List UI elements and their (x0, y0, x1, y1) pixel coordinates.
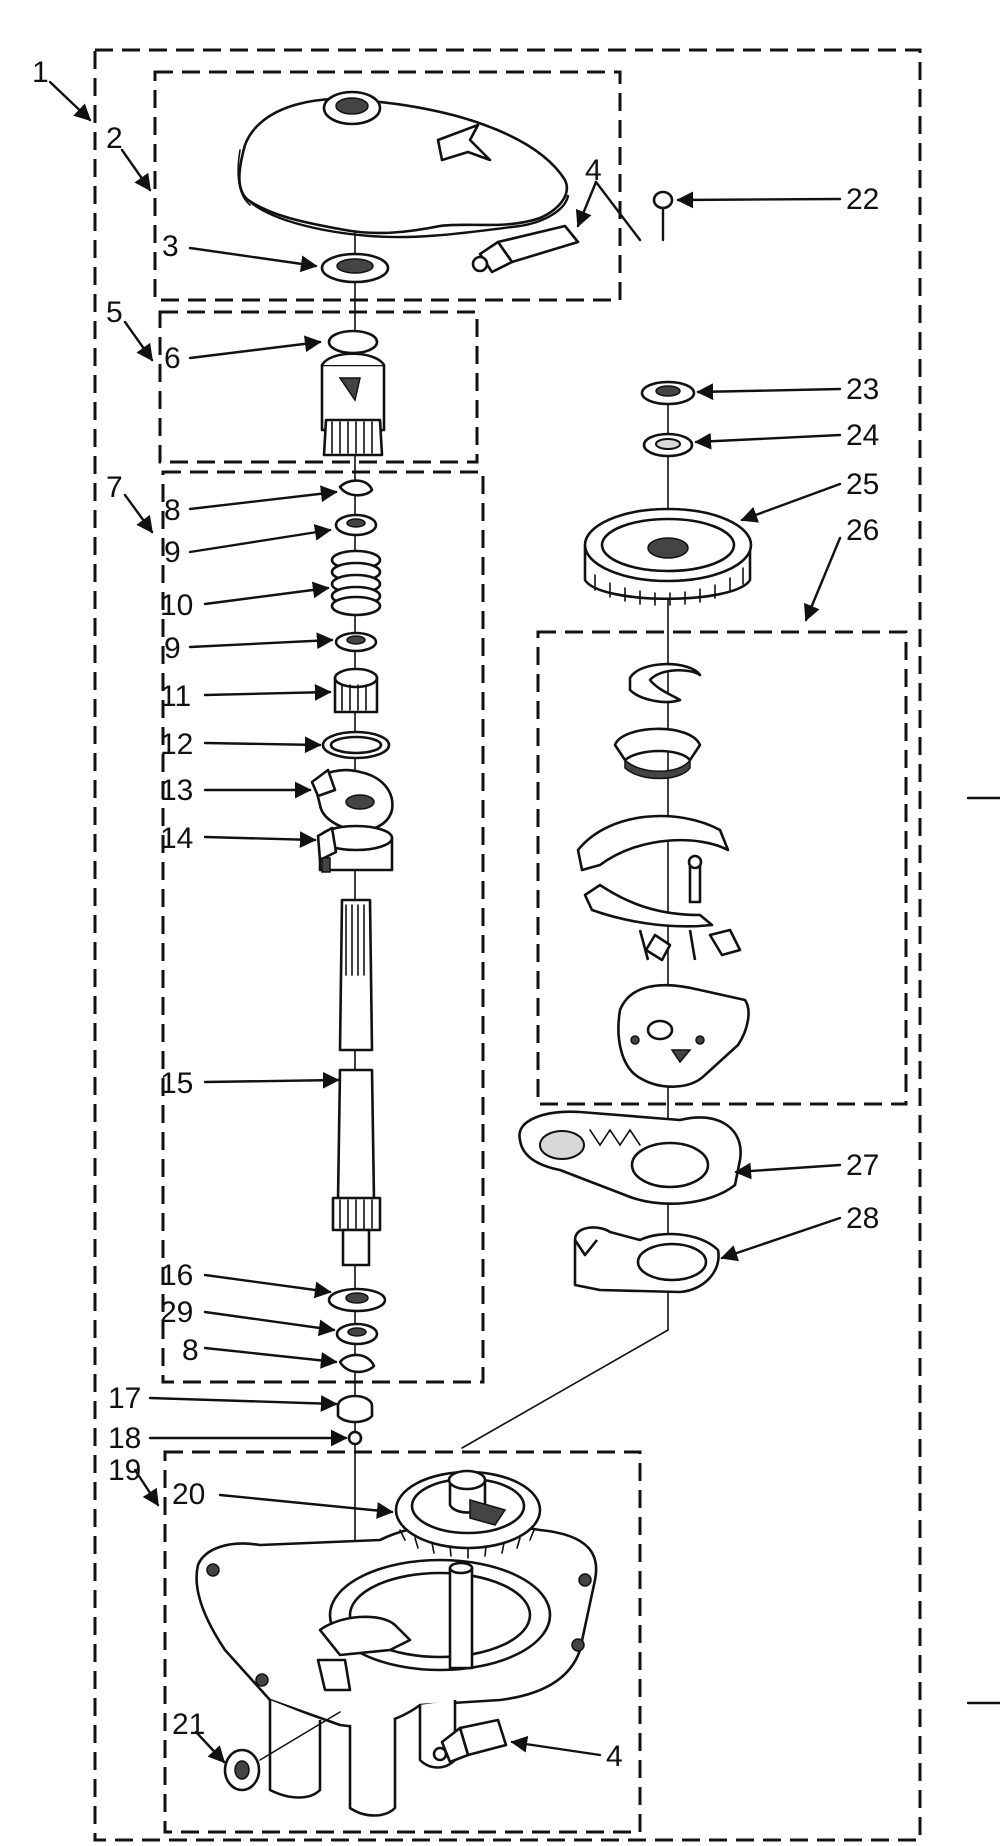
shift-lever (576, 814, 742, 962)
callout-13: 13 (160, 774, 193, 807)
callout-14: 14 (160, 822, 193, 855)
callout-1: 1 (32, 56, 49, 89)
part-16-washer (327, 1287, 387, 1313)
callout-3: 3 (162, 230, 179, 263)
leader-lines (48, 80, 842, 1764)
callout-9-lower: 9 (164, 632, 181, 665)
part-8-clip-top (338, 479, 374, 497)
callout-17: 17 (108, 1382, 141, 1415)
part-23-washer (640, 380, 696, 406)
part-11-gear (333, 667, 379, 714)
callout-27: 27 (846, 1149, 879, 1182)
callout-25: 25 (846, 468, 879, 501)
part-10-spring (330, 549, 382, 617)
group-box-7-shaft (161, 470, 485, 1384)
callout-20: 20 (172, 1478, 205, 1511)
callout-8-lower: 8 (182, 1334, 199, 1367)
part-21-leader-line (259, 1711, 341, 1761)
part-8-clip-lower (338, 1353, 376, 1374)
callout-18: 18 (108, 1422, 141, 1455)
group-box-1-outer (93, 48, 922, 1842)
gearcase-cover (237, 90, 570, 239)
part-29-bearing (335, 1322, 379, 1346)
callout-26: 26 (846, 514, 879, 547)
callout-10: 10 (160, 589, 193, 622)
part-25-gear (583, 507, 753, 606)
gearcase-housing (195, 1522, 598, 1817)
part-21-nut (223, 1748, 261, 1792)
callout-7: 7 (106, 471, 123, 504)
part-13-cam (310, 768, 394, 832)
shift-clip (628, 662, 702, 704)
screw-22 (652, 190, 674, 242)
part-18-ball (347, 1430, 363, 1446)
part-15-shaft (331, 898, 382, 1267)
callout-22: 22 (846, 183, 879, 216)
part-9-washer-top (334, 513, 378, 537)
part-24-washer (642, 432, 694, 458)
callout-19: 19 (108, 1454, 141, 1487)
group-box-2-cover (153, 70, 622, 302)
shift-ring (613, 727, 702, 780)
seal-3 (320, 252, 390, 284)
callout-24: 24 (846, 419, 879, 452)
pinion-assembly (320, 329, 386, 457)
group-box-19-case (163, 1450, 642, 1834)
callout-29: 29 (160, 1296, 193, 1329)
callout-8-top: 8 (164, 494, 181, 527)
part-20-gear (394, 1469, 542, 1559)
callout-16: 16 (160, 1259, 193, 1292)
grease-tube-bottom (432, 1718, 508, 1764)
callout-4-top: 4 (585, 154, 602, 187)
part-14-cam-lower (316, 824, 394, 873)
shift-base-plate (617, 983, 750, 1088)
callout-28: 28 (846, 1202, 879, 1235)
callout-2: 2 (106, 122, 123, 155)
part-27-drive-block (518, 1110, 742, 1205)
callout-12: 12 (160, 728, 193, 761)
connector-line (461, 1329, 669, 1449)
group-box-5-pinion (158, 310, 479, 464)
part-12-ring (321, 730, 391, 760)
callout-11: 11 (160, 680, 191, 713)
callout-21: 21 (172, 1708, 205, 1741)
grease-tube-top (471, 224, 580, 274)
part-17-bearing (336, 1394, 374, 1424)
part-9-washer-lower (334, 631, 378, 653)
callout-9-top: 9 (164, 536, 181, 569)
callout-5: 5 (106, 296, 123, 329)
callout-15: 15 (160, 1067, 193, 1100)
callout-23: 23 (846, 373, 879, 406)
callout-6: 6 (164, 342, 181, 375)
callout-4-bottom: 4 (606, 1740, 623, 1773)
group-box-26-shift (536, 630, 908, 1106)
part-28-plate (573, 1226, 720, 1294)
